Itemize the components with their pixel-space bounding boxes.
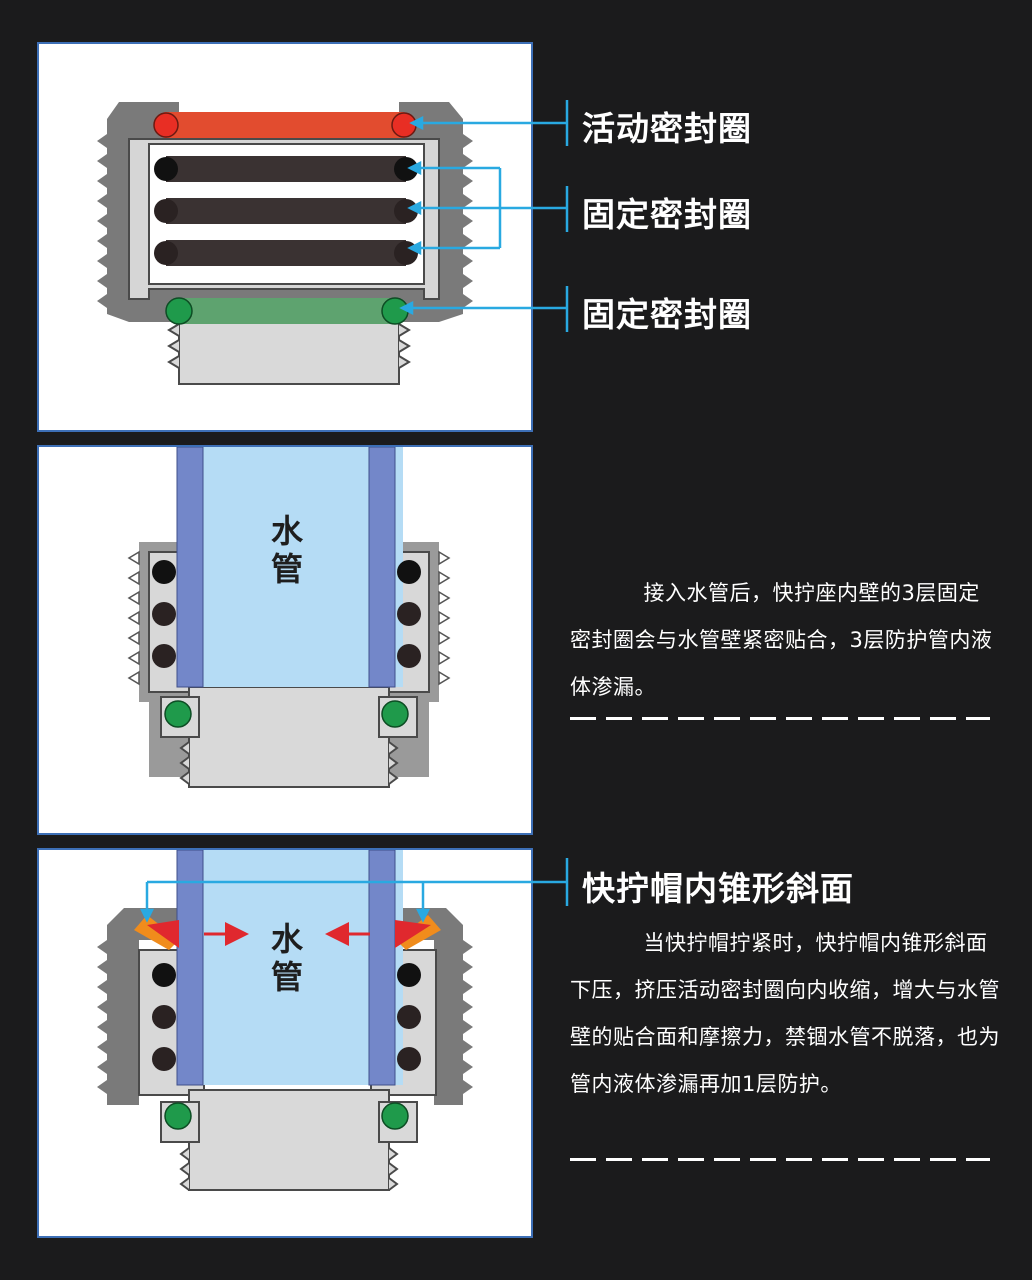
cone-bevel-left [134, 915, 179, 950]
pipe-wall-right [368, 447, 396, 688]
pipe-label-top: 水 [271, 512, 304, 550]
pipe-inserted-cross-section: 水 管 [127, 447, 451, 788]
compression-arrows [204, 922, 370, 946]
thread-right [463, 134, 473, 308]
description-pipe-inserted: 接入水管后，快拧座内壁的3层固定密封圈会与水管壁紧密贴合，3层防护管内液体渗漏。 [570, 570, 1000, 711]
fitting-cross-section [97, 102, 473, 385]
thread-left [97, 134, 107, 308]
compressed-seal-right [395, 920, 431, 948]
fixed-seal-green-band [177, 298, 397, 324]
compressed-seal-left [147, 920, 179, 948]
pipe-label-bottom-2: 管 [271, 958, 303, 996]
diagram-panel-cap-tightened: 水 管 [37, 848, 533, 1238]
description-cap-tightened: 当快拧帽拧紧时，快拧帽内锥形斜面下压，挤压活动密封圈向内收缩，增大与水管壁的贴合… [570, 920, 1000, 1108]
diagram-panel-pipe-inserted: 水 管 [37, 445, 533, 835]
cap-tightened-cross-section: 水 管 [97, 850, 473, 1191]
description-text: 接入水管后，快拧座内壁的3层固定密封圈会与水管壁紧密贴合，3层防护管内液体渗漏。 [570, 581, 993, 699]
callout-fixed-seal-1: 固定密封圈 [582, 195, 752, 234]
movable-seal-band [164, 112, 404, 138]
pipe-label-top-2: 水 [271, 920, 304, 958]
diagram-panel-seals [37, 42, 533, 432]
fixed-seal-bands [154, 156, 418, 266]
callout-movable-seal: 活动密封圈 [582, 109, 752, 148]
fixed-seals [152, 560, 421, 728]
description-text: 当快拧帽拧紧时，快拧帽内锥形斜面下压，挤压活动密封圈向内收缩，增大与水管壁的贴合… [570, 931, 1000, 1096]
pipe-water [177, 447, 403, 687]
pipe-label-bottom: 管 [271, 550, 303, 588]
callout-fixed-seal-2: 固定密封圈 [582, 295, 752, 334]
pipe-wall-left [176, 447, 204, 688]
callout-cone-bevel: 快拧帽内锥形斜面 [582, 869, 854, 908]
dashed-divider [570, 1158, 990, 1161]
dashed-divider [570, 717, 990, 720]
